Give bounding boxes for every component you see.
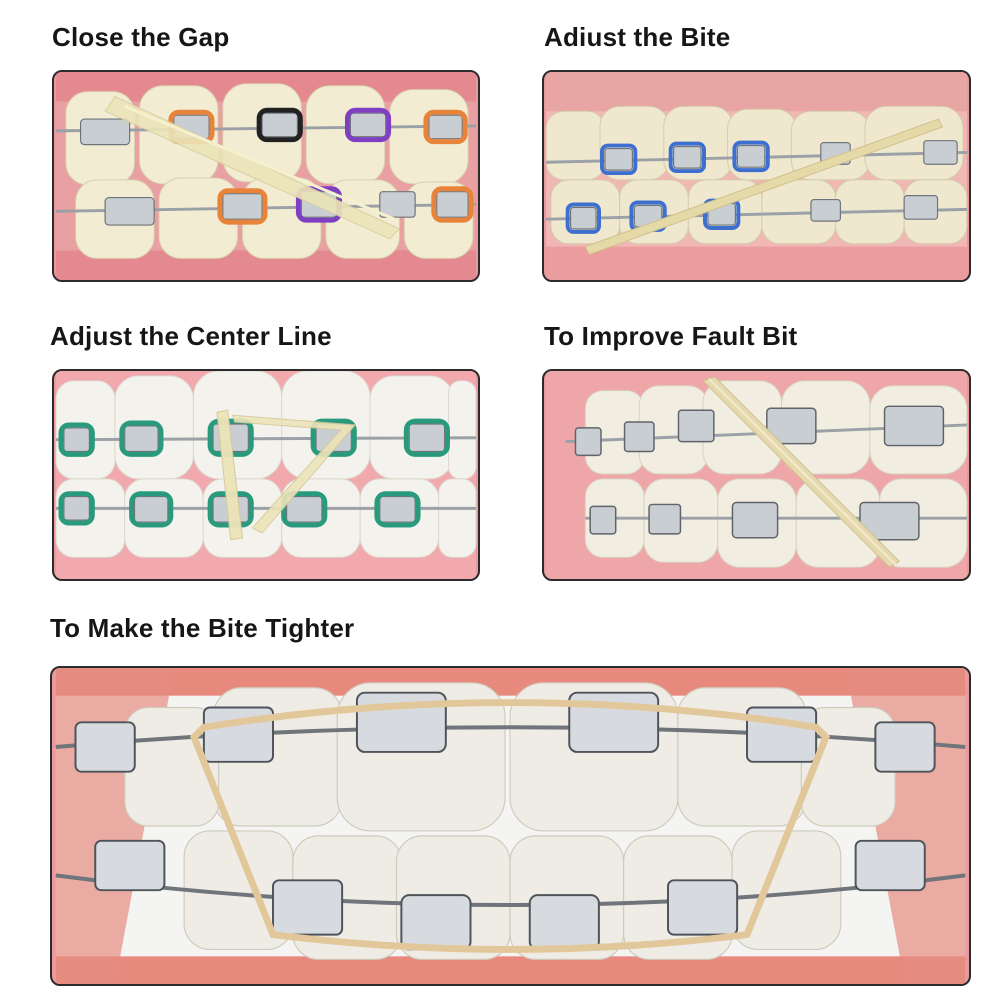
- panel-title-close-the-gap: Close the Gap: [52, 22, 230, 52]
- photo-improve-fault-bit: [542, 369, 971, 581]
- photo-adjust-the-bite: [542, 70, 971, 282]
- braces-photo-close-gap: [56, 72, 476, 280]
- panel-title-make-bite-tighter: To Make the Bite Tighter: [50, 613, 355, 643]
- photo-close-the-gap: [52, 70, 480, 282]
- panel-title-improve-fault-bit: To Improve Fault Bit: [544, 321, 798, 351]
- braces-photo-fault-bit: [546, 371, 968, 579]
- braces-photo-center-line: [55, 371, 477, 579]
- panel-title-adjust-the-bite: Adiust the Bite: [544, 22, 731, 52]
- panel-title-adjust-center-line: Adjust the Center Line: [50, 321, 332, 351]
- braces-photo-adjust-bite: [545, 72, 968, 280]
- photo-adjust-center-line: [52, 369, 480, 581]
- braces-photo-bite-tighter: [55, 668, 966, 984]
- photo-make-bite-tighter: [50, 666, 971, 986]
